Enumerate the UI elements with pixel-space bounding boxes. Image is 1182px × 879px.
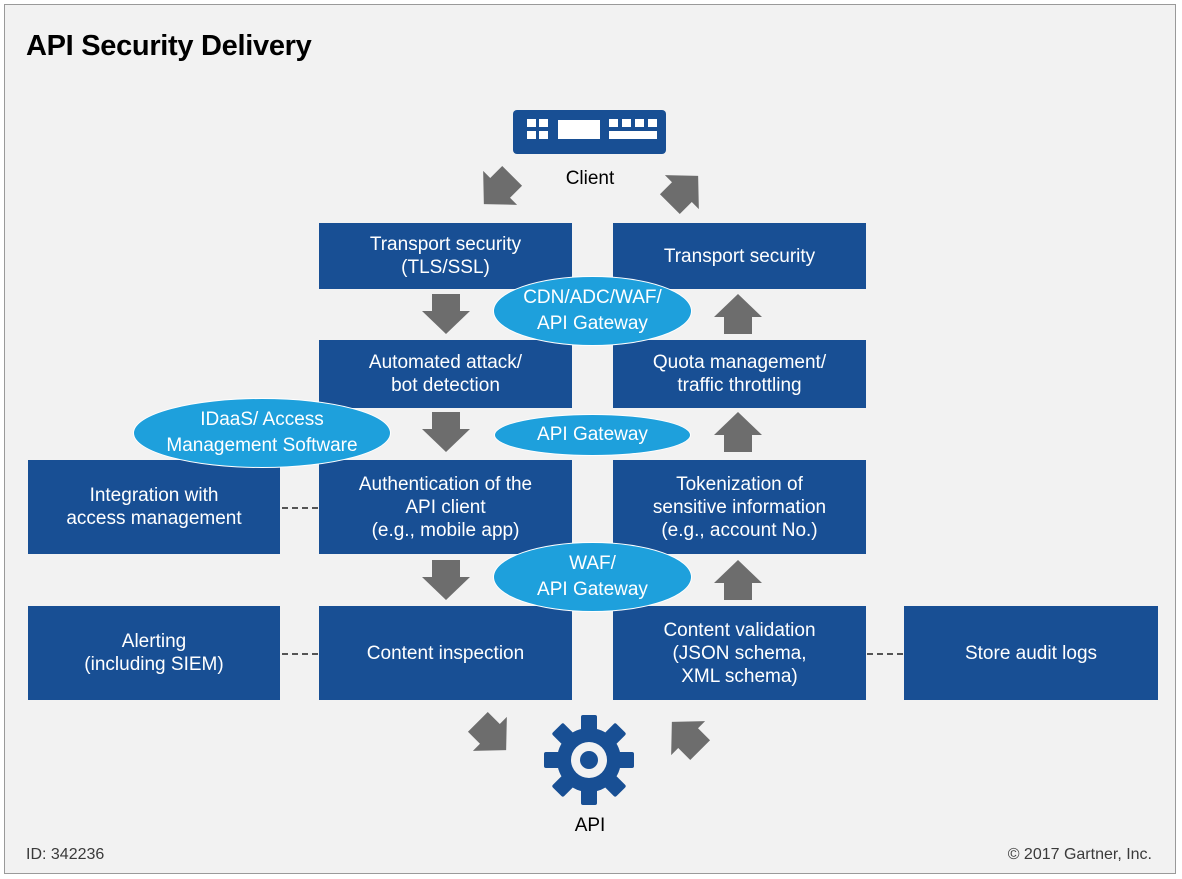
box-integration-access-management: Integration with access management [28, 460, 280, 554]
box-quota-management: Quota management/ traffic throttling [613, 340, 866, 408]
ellipse-api-gateway: API Gateway [494, 414, 691, 456]
client-label: Client [565, 168, 615, 189]
box-store-audit-logs: Store audit logs [904, 606, 1158, 700]
connector-integration [282, 507, 318, 509]
connector-alerting [282, 653, 318, 655]
box-tokenization: Tokenization of sensitive information (e… [613, 460, 866, 554]
box-content-inspection: Content inspection [319, 606, 572, 700]
box-alerting: Alerting (including SIEM) [28, 606, 280, 700]
api-label: API [574, 815, 606, 836]
box-authentication: Authentication of the API client (e.g., … [319, 460, 572, 554]
ellipse-cdn-adc-waf-gateway: CDN/ADC/WAF/ API Gateway [493, 276, 692, 346]
box-transport-security-in: Transport security (TLS/SSL) [319, 223, 572, 289]
box-content-validation: Content validation (JSON schema, XML sch… [613, 606, 866, 700]
ellipse-idaas: IDaaS/ Access Management Software [133, 398, 391, 468]
footer-id: ID: 342236 [26, 846, 105, 863]
box-transport-security-out: Transport security [613, 223, 866, 289]
diagram-title: API Security Delivery [26, 30, 312, 62]
ellipse-waf-api-gateway: WAF/ API Gateway [493, 542, 692, 612]
connector-audit-logs [867, 653, 903, 655]
footer-copyright: © 2017 Gartner, Inc. [1007, 846, 1152, 863]
box-bot-detection: Automated attack/ bot detection [319, 340, 572, 408]
